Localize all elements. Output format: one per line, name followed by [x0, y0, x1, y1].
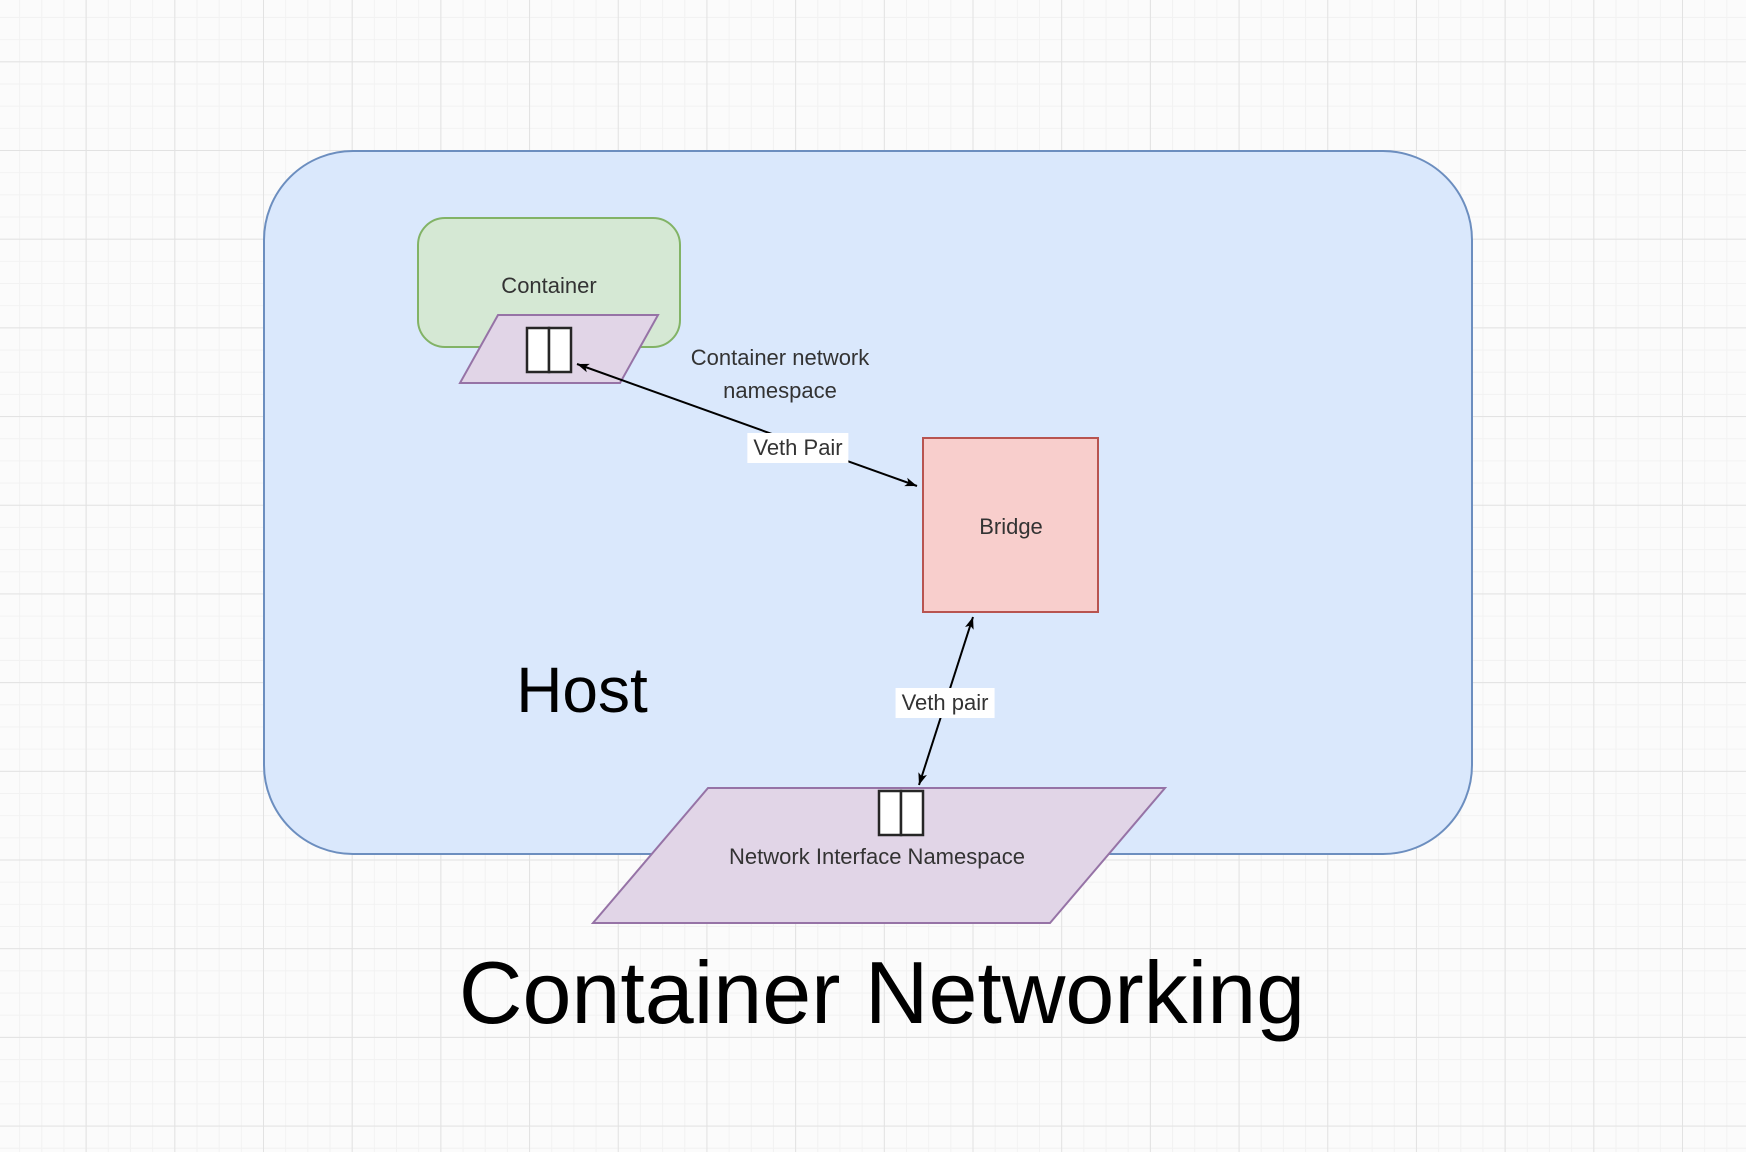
diagram-title: Container Networking — [458, 943, 1306, 1042]
veth-pair-upper-label[interactable]: Veth Pair — [747, 433, 849, 463]
container-network-namespace-label-line2: namespace — [723, 378, 837, 403]
host-label: Host — [516, 654, 648, 726]
network-interface-namespace-label: Network Interface Namespace — [729, 844, 1025, 869]
veth-pair-lower-label[interactable]: Veth pair — [895, 688, 995, 718]
container-network-namespace-label-line1: Container network — [690, 345, 870, 370]
container-network-namespace-label: Container network namespace — [691, 341, 870, 407]
container-label: Container — [501, 273, 597, 298]
bridge-box[interactable] — [922, 437, 1099, 613]
bridge-label: Bridge — [979, 514, 1043, 539]
